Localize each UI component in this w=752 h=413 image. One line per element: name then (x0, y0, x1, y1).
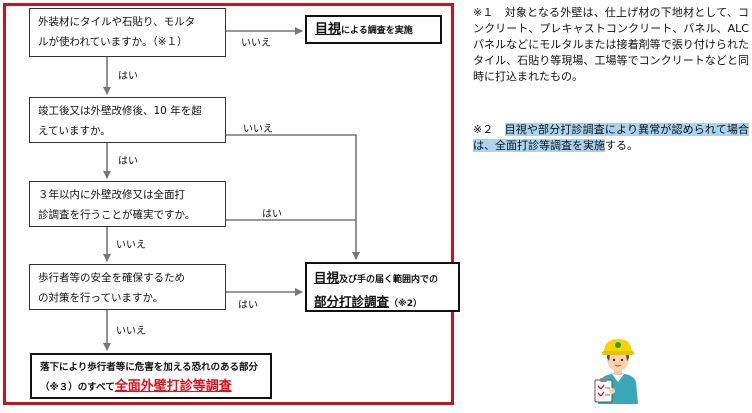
note-1: ※１ 対象となる外壁は、仕上げ材の下地材として、コンクリート、プレキャストコンク… (473, 6, 749, 83)
result-partial-title: 部分打診調査 (314, 294, 390, 309)
result-full-prefix: （※３）のすべて (40, 382, 115, 393)
arrow-q2-no (226, 134, 360, 260)
label-q2-no: いいえ (243, 124, 273, 135)
note-2-suffix: する。 (605, 139, 638, 152)
question-cladding-material: 外装材にタイルや石貼り、モルタ ルが使われていますか。（※１） (29, 8, 226, 57)
note-2: ※２ 目視や部分打診調査により異常が認められて場合は、全面打診等調査を実施する。 (473, 122, 750, 154)
question-text-line: ルが使われていますか。（※１） (38, 36, 188, 48)
question-text-line: の対策を行っていますか。 (38, 292, 164, 304)
label-q3-yes: はい (262, 209, 282, 220)
label-q3-no: いいえ (116, 240, 146, 251)
label-q4-yes: はい (238, 300, 258, 311)
result-partial-small: 及び手の届く範囲内での (339, 275, 439, 285)
label-q4-no: いいえ (116, 326, 146, 337)
result-visual-big: 目視 (315, 22, 342, 37)
question-text-line: 診調査を行うことが確実ですか。 (38, 209, 196, 221)
question-text-line: 歩行者等の安全を確保するため (38, 272, 185, 284)
result-partial-big: 目視 (314, 270, 340, 285)
result-full-emphasis: 全面外壁打診等調査 (114, 379, 232, 394)
question-text-line: 外装材にタイルや石貼り、モルタ (38, 16, 196, 28)
question-planned-repair: ３年以内に外壁改修又は全面打 診調査を行うことが確実ですか。 (29, 181, 226, 227)
question-pedestrian-safety: 歩行者等の安全を確保するため の対策を行っていますか。 (29, 264, 226, 310)
result-partial-note-ref: （※2） (389, 299, 423, 309)
result-visual-inspection: 目視による調査を実施 (305, 15, 442, 44)
note-2-prefix: ※２ (473, 123, 505, 136)
question-text-line: ３年以内に外壁改修又は全面打 (38, 189, 185, 201)
result-visual-small: による調査を実施 (341, 26, 413, 36)
result-partial-tapping: 目視及び手の届く範囲内での 部分打診調査（※2） (305, 262, 460, 312)
question-text-line: えていますか。 (38, 125, 111, 137)
result-full-tapping: 落下により歩行者等に危害を加える恐れのある部分 （※３）のすべて全面外壁打診等調… (30, 353, 272, 399)
label-q1-yes: はい (118, 71, 138, 82)
construction-worker-with-clipboard-icon (594, 339, 638, 404)
question-text-line: 竣工後又は外壁改修後、10 年を超 (38, 105, 202, 117)
question-building-age: 竣工後又は外壁改修後、10 年を超 えていますか。 (29, 97, 226, 143)
label-q1-no: いいえ (241, 38, 271, 49)
result-full-line1: 落下により歩行者等に危害を加える恐れのある部分 (40, 362, 259, 373)
label-q2-yes: はい (118, 156, 138, 167)
